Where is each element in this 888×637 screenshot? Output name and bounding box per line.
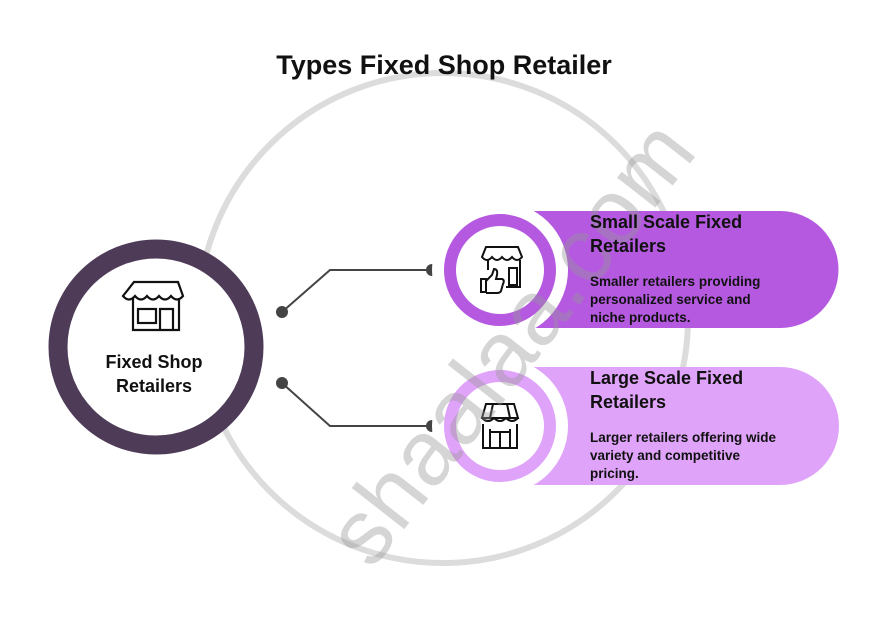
center-label-line: Fixed Shop [105, 352, 203, 372]
large-scale-description: Larger retailers offering wide variety a… [590, 429, 810, 483]
center-ring [48, 239, 264, 455]
heading-line: Large Scale Fixed [590, 368, 744, 388]
desc-line: variety and competitive [590, 448, 741, 463]
connector-dot [276, 377, 288, 389]
store-awning-icon [480, 403, 520, 449]
small-scale-heading: Small Scale Fixed Retailers [590, 210, 742, 258]
heading-line: Retailers [590, 236, 667, 256]
page-title: Types Fixed Shop Retailer [276, 50, 612, 80]
center-label: Fixed Shop Retailers [86, 350, 222, 398]
center-label-line: Retailers [115, 376, 193, 396]
icon-ring-large [444, 370, 556, 482]
store-icon [121, 280, 185, 332]
icon-ring-small [444, 214, 556, 326]
pill-large-scale [500, 367, 839, 485]
pill-small-scale [500, 211, 839, 328]
connector-bottom [281, 382, 432, 427]
connector-top [281, 269, 432, 313]
small-scale-description: Smaller retailers providing personalized… [590, 273, 810, 327]
connector-dot [276, 306, 288, 318]
desc-line: Larger retailers offering wide [590, 430, 777, 445]
desc-line: pricing. [590, 466, 639, 481]
desc-line: niche products. [590, 310, 691, 325]
store-thumbs-up-icon [480, 246, 524, 294]
large-scale-heading: Large Scale Fixed Retailers [590, 366, 743, 414]
heading-line: Retailers [590, 392, 667, 412]
heading-line: Small Scale Fixed [590, 212, 743, 232]
desc-line: personalized service and [590, 292, 751, 307]
desc-line: Smaller retailers providing [590, 274, 761, 289]
